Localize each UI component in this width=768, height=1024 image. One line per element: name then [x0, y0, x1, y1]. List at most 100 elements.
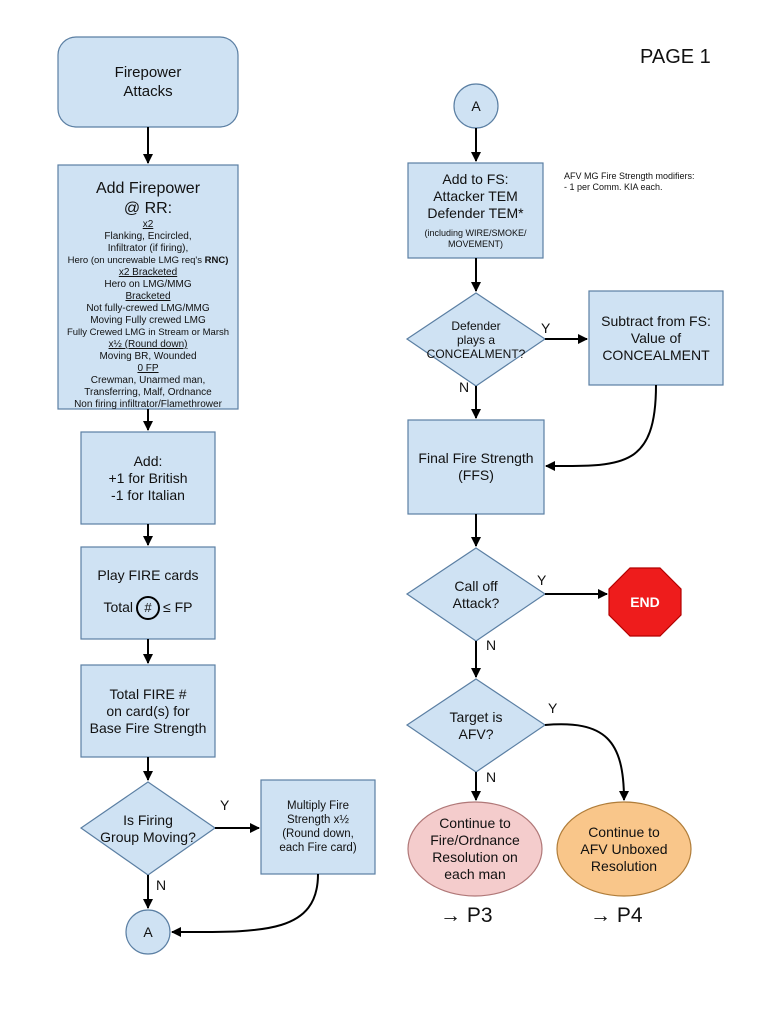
cont-afv-node: Continue to AFV Unboxed Resolution	[557, 802, 691, 896]
afv-note-line2: - 1 per Comm. KIA each.	[564, 182, 663, 192]
add-fs-box-shape	[407, 162, 544, 259]
subtract-line2: Value of	[630, 329, 682, 346]
add-nat-line3: -1 for Italian	[111, 486, 185, 503]
add-nationality-box-shape	[80, 431, 216, 525]
total-word: Total	[103, 599, 134, 615]
multiply-box-shape	[260, 779, 376, 875]
cont-fire-line2: Fire/Ordnance	[430, 832, 520, 848]
start-node: Firepower Attacks	[58, 37, 238, 127]
ffs-line2: (FFS)	[458, 467, 494, 483]
play-fire-box-shape	[80, 546, 216, 640]
hash-circle: #	[136, 595, 161, 620]
cont-fire-line3: Resolution on	[432, 849, 518, 865]
afv-note: AFV MG Fire Strength modifiers: - 1 per …	[564, 171, 695, 193]
target-afv-line2: AFV?	[458, 725, 494, 742]
arrow-multiply-to-a	[171, 873, 319, 938]
connector-a-bottom: A	[143, 923, 153, 940]
bracketed-item-2: Moving Fully crewed LMG	[90, 315, 206, 326]
subtract-box-shape	[588, 290, 724, 386]
zero-item-3: Non firing infiltrator/Flamethrower	[74, 399, 222, 410]
total-fire-line3: Base Fire Strength	[89, 719, 207, 736]
multiply-line2: Strength x½	[286, 814, 349, 826]
half-item: Moving BR, Wounded	[99, 351, 197, 362]
add-fs-line1: Add to FS:	[442, 171, 509, 187]
cont-fire-node: Continue to Fire/Ordnance Resolution on …	[408, 802, 542, 896]
subtract-line3: CONCEALMENT	[602, 346, 710, 363]
arrow-afv-yes	[544, 723, 629, 801]
total-fire-line1: Total FIRE #	[109, 685, 187, 702]
add-fp-title2: @ RR:	[123, 200, 173, 217]
cont-afv-line2: AFV Unboxed	[580, 840, 668, 857]
is-moving-line1: Is Firing	[123, 811, 173, 828]
start-line1: Firepower	[114, 64, 182, 81]
x2-heading: x2	[142, 219, 154, 230]
ffs-line1: Final Fire Strength	[418, 450, 534, 466]
target-afv-decision: Target is AFV?	[407, 679, 545, 772]
add-fs-line2: Attacker TEM	[433, 188, 518, 204]
add-nat-line1: Add:	[133, 452, 163, 469]
call-off-decision: Call off Attack?	[407, 548, 545, 641]
hero-bold: RNC)	[204, 255, 229, 266]
add-firepower-box-shape	[57, 164, 239, 410]
afv-no-label: N	[486, 769, 497, 785]
p3-label: → P3	[440, 904, 493, 927]
multiply-line3: (Round down,	[282, 828, 354, 840]
subtract-line1: Subtract from FS:	[601, 312, 711, 329]
call-off-line2: Attack?	[452, 594, 500, 611]
add-fs-note2: MOVEMENT)	[448, 239, 503, 249]
x2-item-1: Flanking, Encircled,	[104, 231, 192, 242]
zero-item-1: Crewman, Unarmed man,	[90, 375, 206, 386]
add-nat-line2: +1 for British	[108, 469, 188, 486]
add-fp-title1: Add Firepower	[95, 180, 201, 197]
total-fire-box-shape	[80, 664, 216, 758]
is-moving-line2: Group Moving?	[100, 828, 196, 845]
bracketed-item-3: Fully Crewed LMG in Stream or Marsh	[66, 327, 230, 338]
add-fs-note1: (including WIRE/SMOKE/	[424, 228, 527, 238]
multiply-line1: Multiply Fire	[287, 800, 349, 812]
add-nationality-node: Add: +1 for British -1 for Italian	[81, 432, 215, 524]
le-fp: ≤ FP	[163, 599, 193, 615]
call-off-line1: Call off	[454, 577, 498, 594]
bracketed-heading: Bracketed	[125, 291, 171, 302]
add-fs-line3: Defender TEM*	[427, 205, 524, 221]
cont-fire-line4: each man	[444, 866, 506, 882]
cont-afv-line3: Resolution	[590, 857, 658, 874]
play-fire-node: Play FIRE cards Total # ≤ FP	[81, 547, 215, 639]
total-fire-line2: on card(s) for	[106, 702, 190, 719]
conceal-no-label: N	[459, 379, 470, 395]
target-afv-line1: Target is	[449, 708, 503, 725]
hero-line: Hero (on uncrewable LMG req's RNC)	[68, 255, 229, 267]
cont-fire-line1: Continue to	[439, 815, 511, 831]
multiply-node: Multiply Fire Strength x½ (Round down, e…	[261, 780, 375, 874]
concealment-decision: Defender plays a CONCEALMENT?	[407, 293, 545, 386]
calloff-yes-label: Y	[537, 572, 547, 588]
multiply-line4: each Fire card)	[279, 842, 357, 854]
afv-note-line1: AFV MG Fire Strength modifiers:	[564, 171, 695, 181]
ffs-box-shape	[407, 419, 545, 515]
p4-label: → P4	[590, 904, 643, 927]
page-label: PAGE 1	[640, 46, 711, 68]
play-fire-line1: Play FIRE cards	[97, 566, 199, 583]
calloff-no-label: N	[486, 637, 497, 653]
half-heading: x½ (Round down)	[108, 339, 188, 350]
hero-text: Hero (on uncrewable LMG req's	[67, 255, 205, 266]
x2-item-2: Infiltrator (if firing),	[107, 243, 189, 254]
ffs-node: Final Fire Strength (FFS)	[408, 420, 544, 514]
cont-fire-shape	[407, 801, 543, 897]
x2-bracketed-heading: x2 Bracketed	[118, 267, 178, 278]
subtract-node: Subtract from FS: Value of CONCEALMENT	[589, 291, 723, 385]
play-fire-total-line: Total # ≤ FP	[103, 595, 193, 620]
bracketed-item-1: Not fully-crewed LMG/MMG	[86, 303, 210, 314]
x2-bracketed-item: Hero on LMG/MMG	[104, 279, 192, 290]
moving-no-label: N	[156, 877, 167, 893]
connector-a-bottom-shape	[125, 909, 171, 955]
zero-item-2: Transferring, Malf, Ordnance	[84, 387, 212, 398]
cont-afv-shape	[556, 801, 692, 897]
conceal-line1: Defender	[451, 318, 501, 333]
conceal-yes-label: Y	[541, 320, 551, 336]
afv-yes-label: Y	[548, 700, 558, 716]
start-line2: Attacks	[123, 83, 173, 100]
conceal-line2: plays a	[456, 332, 496, 347]
end-node: END	[630, 594, 660, 610]
